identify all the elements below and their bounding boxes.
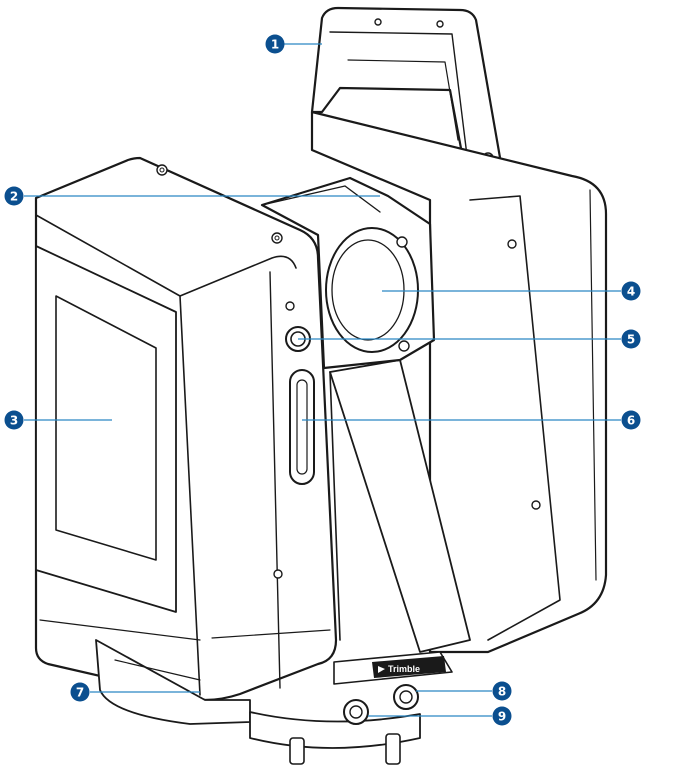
callout-badges: 1 2 3 4 5 6 7 8 [4, 34, 641, 726]
trimble-logo-icon [378, 666, 385, 673]
connector-port [393, 684, 419, 710]
callout-1: 1 [265, 34, 285, 54]
callout-7-label: 7 [76, 686, 84, 700]
callout-2: 2 [4, 186, 24, 206]
status-light [289, 369, 315, 485]
callout-4-label: 4 [627, 285, 635, 299]
rotor-column [329, 359, 471, 653]
callout-5: 5 [621, 329, 641, 349]
callout-7: 7 [70, 682, 90, 702]
callout-8-label: 8 [498, 685, 506, 699]
callout-5-label: 5 [627, 333, 635, 347]
callout-2-label: 2 [10, 190, 18, 204]
connector-port-2 [343, 699, 369, 725]
brand-badge: Trimble [372, 656, 446, 678]
callout-1-label: 1 [271, 38, 279, 52]
callout-3-label: 3 [10, 414, 18, 428]
mirror-assembly [260, 176, 436, 370]
right-housing [310, 110, 608, 654]
callout-9-label: 9 [498, 710, 506, 724]
brand-label: Trimble [388, 664, 420, 674]
callout-6: 6 [621, 410, 641, 430]
leader-lines [24, 43, 621, 717]
callout-8: 8 [492, 681, 512, 701]
callout-6-label: 6 [627, 414, 635, 428]
callout-4: 4 [621, 281, 641, 301]
callout-9: 9 [492, 706, 512, 726]
callout-3: 3 [4, 410, 24, 430]
touch-screen [35, 245, 177, 613]
